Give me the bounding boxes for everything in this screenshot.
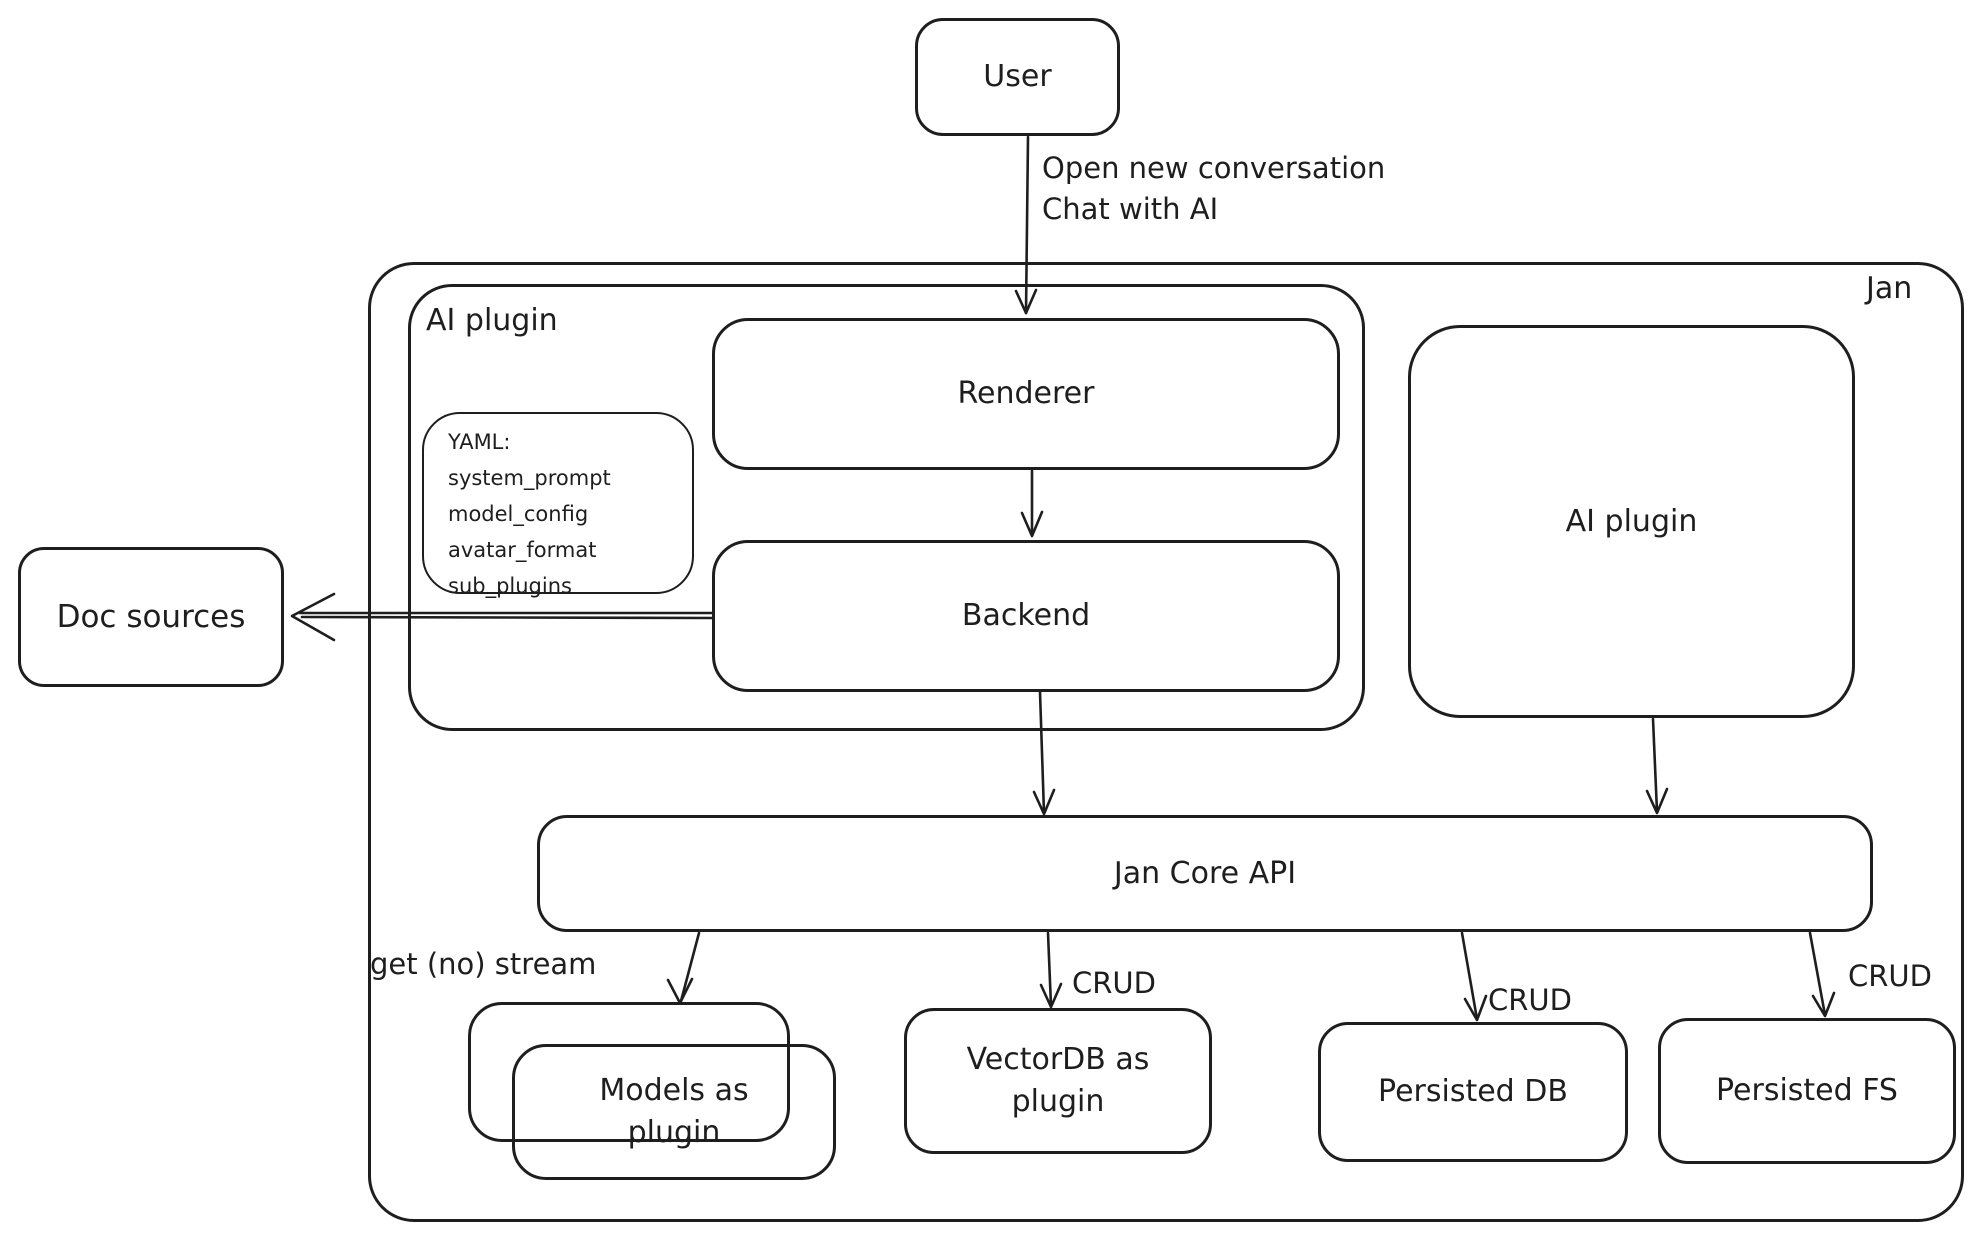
models-as-plugin-label: Models as plugin <box>599 1073 749 1150</box>
vectordb-as-plugin-node: VectorDB as plugin <box>904 1008 1212 1154</box>
ai-plugin-label: AI plugin <box>1565 503 1698 539</box>
vectordb-as-plugin-label: VectorDB as plugin <box>966 1042 1150 1119</box>
yaml-note <box>422 412 694 594</box>
renderer-node: Renderer <box>712 318 1340 470</box>
edge-label-open-new-conversation: Open new conversation Chat with AI <box>1042 151 1386 226</box>
edge-label-crud-persisted-fs: CRUD <box>1848 959 1932 993</box>
jan-container-label: Jan <box>1866 271 1913 306</box>
ai-plugin-node: AI plugin <box>1408 325 1855 718</box>
renderer-label: Renderer <box>957 376 1095 411</box>
persisted-fs-label: Persisted FS <box>1716 1073 1898 1108</box>
edge-label-crud-persisted-db: CRUD <box>1488 983 1572 1017</box>
jan-container <box>368 262 1964 1222</box>
backend-node: Backend <box>712 540 1340 692</box>
jan-core-api-label: Jan Core API <box>1113 855 1297 891</box>
user-label: User <box>983 59 1052 94</box>
doc-sources-node: Doc sources <box>18 547 284 687</box>
models-as-plugin-node: Models as plugin <box>512 1044 836 1180</box>
yaml-note-text: YAML: system_prompt model_config avatar_… <box>448 430 611 598</box>
ai-plugin-container-label: AI plugin <box>426 303 558 338</box>
models-as-plugin-back-box <box>468 1002 790 1142</box>
user-node: User <box>915 18 1120 136</box>
edge-label-crud-vectordb: CRUD <box>1072 966 1156 1000</box>
edge-label-get-no-stream: get (no) stream <box>370 947 597 981</box>
persisted-db-node: Persisted DB <box>1318 1022 1628 1162</box>
persisted-fs-node: Persisted FS <box>1658 1018 1956 1164</box>
backend-label: Backend <box>961 598 1091 633</box>
jan-core-api-node: Jan Core API <box>537 815 1873 932</box>
doc-sources-label: Doc sources <box>56 599 246 635</box>
ai-plugin-container <box>408 284 1365 731</box>
models-as-plugin-front-box <box>512 1044 836 1180</box>
persisted-db-label: Persisted DB <box>1378 1074 1568 1109</box>
